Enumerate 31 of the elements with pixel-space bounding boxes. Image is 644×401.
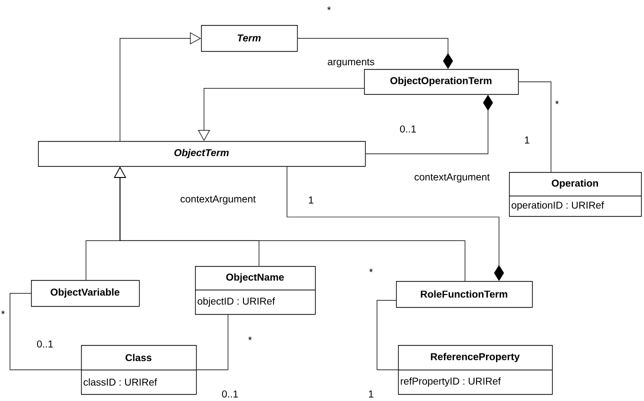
class-box: ObjectVariable — [31, 280, 140, 307]
multiplicity-label: 0..1 — [222, 390, 238, 398]
class-box: Class classID : URIRef — [80, 345, 197, 395]
class-box: Term — [201, 25, 298, 52]
connector — [376, 300, 398, 370]
multiplicity-label: * — [327, 6, 331, 10]
multiplicity-label: * — [1, 310, 5, 314]
connector — [297, 38, 453, 69]
class-box: Operation operationID : URIRef — [508, 172, 642, 217]
role-label: contextArgument — [179, 194, 257, 206]
class-box: ReferenceProperty refPropertyID : URIRef — [398, 345, 553, 395]
multiplicity-label: * — [369, 268, 373, 272]
connector — [10, 293, 82, 370]
connector — [120, 32, 201, 142]
multiplicity-label: 0..1 — [37, 340, 53, 348]
class-box: ObjectOperationTerm — [364, 69, 519, 95]
connector — [286, 166, 504, 281]
role-label: contextArgument — [413, 172, 491, 184]
multiplicity-label: 1 — [369, 390, 374, 398]
multiplicity-label: * — [555, 100, 559, 104]
connector — [518, 82, 552, 172]
class-box: ObjectTerm — [38, 141, 366, 167]
multiplicity-label: 0..1 — [400, 125, 416, 133]
multiplicity-label: 1 — [525, 136, 530, 144]
multiplicity-label: * — [248, 336, 252, 340]
class-box: ObjectName objectID : URIRef — [194, 266, 316, 315]
role-label: arguments — [326, 58, 376, 68]
connector — [196, 314, 228, 370]
multiplicity-label: 1 — [309, 196, 314, 204]
connector — [365, 94, 493, 154]
class-box: RoleFunctionTerm — [396, 281, 533, 308]
